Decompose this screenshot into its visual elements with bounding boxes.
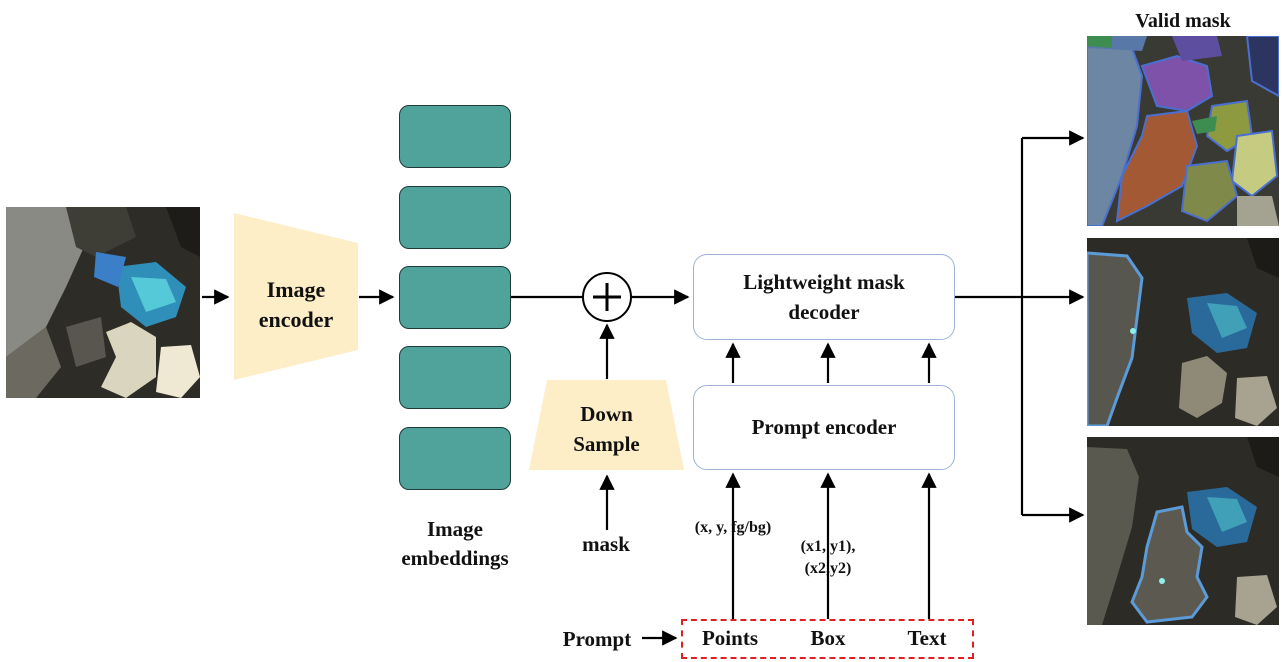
output-mask-1 <box>1087 36 1279 226</box>
embedding-block <box>399 346 511 409</box>
embedding-block <box>399 186 511 249</box>
valid-mask-title: Valid mask <box>1135 10 1231 32</box>
image-encoder-label: Image encoder <box>258 277 334 332</box>
input-image <box>6 207 200 398</box>
downsample-shape <box>529 380 684 470</box>
image-encoder-shape <box>234 213 358 380</box>
prompt-option-box: Box <box>810 626 846 650</box>
output-mask-3 <box>1087 437 1279 625</box>
plus-circle-icon <box>582 272 632 322</box>
image-embeddings-label: Image embeddings <box>401 517 509 570</box>
prompt-label: Prompt <box>562 627 632 651</box>
embedding-block <box>399 266 511 329</box>
prompt-options-box <box>681 619 974 659</box>
embedding-block <box>399 105 511 168</box>
downsample-label: Down Sample <box>573 402 640 456</box>
embedding-block <box>399 427 511 490</box>
mask-decoder-box: Lightweight mask decoder <box>693 254 955 340</box>
prompt-option-text: Text <box>907 626 947 650</box>
mask-input-label: mask <box>582 532 630 556</box>
prompt-encoder-box: Prompt encoder <box>693 385 955 470</box>
output-mask-2 <box>1087 238 1279 426</box>
prompt-option-points: Points <box>701 626 758 650</box>
